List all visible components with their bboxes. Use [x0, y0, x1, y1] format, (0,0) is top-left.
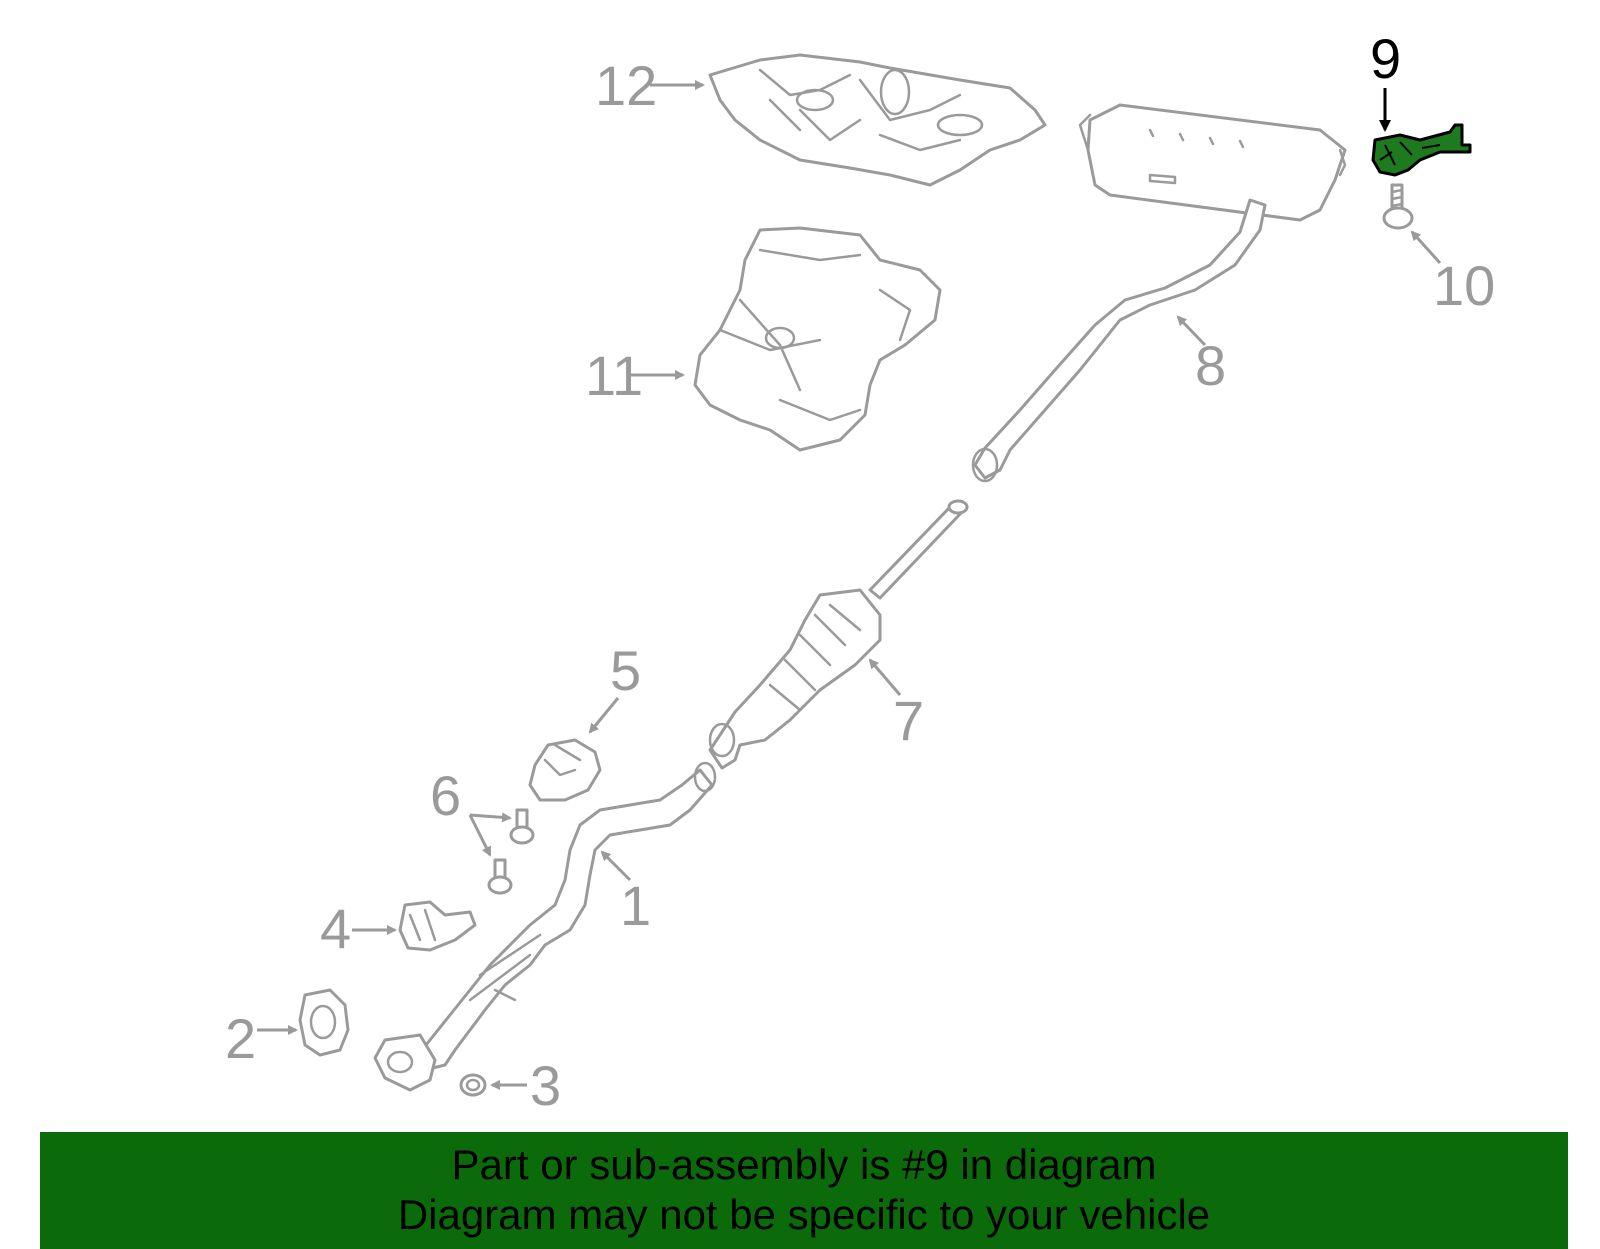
part-9-highlighted-hanger[interactable] — [1371, 123, 1472, 177]
part-5-heat-shield[interactable] — [528, 738, 602, 802]
callout-7-arrow — [868, 658, 902, 696]
callout-1-arrow — [600, 850, 632, 882]
callout-6-arrow-b — [468, 814, 492, 857]
banner-line-2: Diagram may not be specific to your vehi… — [397, 1191, 1211, 1238]
callout-5[interactable]: 5 — [610, 639, 641, 702]
callout-3[interactable]: 3 — [530, 1054, 561, 1117]
callout-5-arrow — [588, 697, 620, 734]
part-3-nut[interactable] — [459, 1073, 487, 1097]
part-12-heat-shield[interactable] — [708, 53, 1047, 187]
part-11-heat-shield[interactable] — [693, 226, 942, 452]
callout-10[interactable]: 10 — [1433, 254, 1495, 317]
part-7-resonator[interactable] — [708, 499, 969, 770]
callout-1[interactable]: 1 — [620, 874, 651, 937]
callout-8[interactable]: 8 — [1195, 334, 1226, 397]
part-10-bolt[interactable] — [1382, 183, 1414, 230]
callout-10-arrow — [1410, 230, 1442, 265]
callout-6[interactable]: 6 — [430, 764, 461, 827]
callout-2[interactable]: 2 — [225, 1007, 256, 1070]
callout-9[interactable]: 9 — [1370, 27, 1401, 90]
part-2-gasket[interactable] — [298, 988, 350, 1057]
part-6-bolts[interactable] — [487, 808, 535, 895]
part-1-front-pipe[interactable] — [373, 761, 717, 1092]
callout-4[interactable]: 4 — [320, 897, 351, 960]
callout-12[interactable]: 12 — [595, 54, 657, 117]
info-banner: Part or sub-assembly is #9 in diagram Di… — [40, 1132, 1568, 1249]
banner-line-1: Part or sub-assembly is #9 in diagram — [451, 1141, 1157, 1188]
part-4-heat-shield[interactable] — [398, 900, 477, 952]
callout-6-arrow-a — [469, 812, 512, 823]
callout-7[interactable]: 7 — [893, 689, 924, 752]
part-8-muffler-assembly[interactable] — [971, 103, 1347, 483]
callout-8-arrow — [1176, 315, 1207, 347]
